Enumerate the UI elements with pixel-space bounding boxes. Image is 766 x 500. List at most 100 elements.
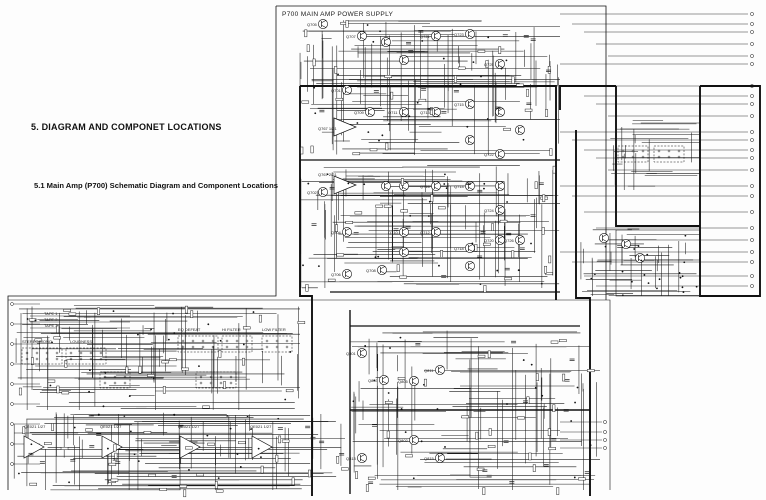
resistor-symbol [385, 401, 393, 404]
transistor-label: Q711 [388, 110, 398, 115]
junction-dot [257, 447, 260, 450]
junction-dot [695, 285, 698, 288]
resistor-symbol [334, 66, 338, 74]
transistor-symbol [431, 181, 441, 191]
transistor-label: Q716 [420, 184, 431, 189]
resistor-symbol [61, 391, 70, 395]
transistor-emitter [402, 112, 408, 116]
resistor-symbol [485, 60, 489, 68]
transistor-label: Q718 [454, 246, 465, 251]
transistor-symbol [399, 247, 409, 257]
junction-dot [188, 468, 190, 471]
transistor-emitter [468, 140, 474, 144]
resistor-symbol [207, 442, 215, 446]
transistor-collector [498, 60, 504, 64]
transistor-collector [345, 270, 351, 274]
junction-dot [399, 336, 402, 339]
resistor-symbol [304, 29, 308, 38]
section-heading: 5. DIAGRAM AND COMPONET LOCATIONS [31, 122, 222, 132]
resistor-symbol [291, 477, 295, 486]
transistor-symbol [365, 107, 375, 117]
junction-dot [373, 379, 376, 382]
speaker-switch [653, 145, 685, 163]
switch-contact [181, 339, 185, 343]
resistor-symbol [335, 224, 338, 232]
resistor-symbol [559, 339, 567, 343]
resistor-symbol [578, 477, 586, 481]
junction-dot [500, 67, 503, 70]
transistor-symbol [465, 99, 475, 109]
resistor-symbol [110, 478, 119, 482]
junction-dot [479, 283, 482, 285]
junction-dot [128, 395, 131, 398]
transistor-collector [402, 108, 408, 112]
resistor-symbol [418, 98, 427, 102]
terminal [750, 62, 754, 66]
transistor-collector [468, 100, 474, 104]
eq-defeat-switch [177, 335, 219, 353]
junction-dot [129, 430, 132, 433]
resistor-symbol [202, 405, 210, 409]
junction-dot [356, 122, 359, 124]
junction-dot [277, 417, 280, 420]
transistor-collector [384, 182, 390, 186]
transistor-emitter [468, 104, 474, 108]
loudness-switch [65, 347, 107, 365]
junction-dot [409, 214, 412, 217]
preamp-ic-label: QE021 1/27 [250, 424, 272, 429]
junction-dot [480, 75, 482, 78]
terminal [750, 168, 754, 172]
transistor-emitter [498, 240, 504, 244]
transistor-label: Q801 [346, 351, 357, 356]
junction-dot [51, 341, 53, 344]
transistor-emitter [360, 458, 366, 462]
preamp-ic-label: QE021 1/27 [24, 424, 46, 429]
transistor-emitter [345, 274, 351, 278]
junction-dot [173, 413, 176, 416]
transistor-collector [345, 86, 351, 90]
input-terminal [10, 422, 14, 426]
ic-label: Q767 2/21 [318, 172, 337, 177]
preamp-ic-label: QE021 1/27 [178, 424, 200, 429]
transistor-collector [402, 248, 408, 252]
resistor-symbol [396, 264, 400, 272]
transistor-collector [438, 454, 444, 458]
junction-dot [198, 365, 200, 368]
junction-dot [347, 182, 350, 185]
junction-dot [250, 428, 252, 430]
transistor-label: Q705 [307, 22, 318, 27]
resistor-symbol [161, 360, 169, 364]
junction-dot [505, 59, 508, 62]
resistor-symbol [300, 146, 304, 155]
resistor-symbol [308, 469, 311, 478]
resistor-symbol [18, 387, 22, 396]
op-amp-symbol [333, 175, 357, 195]
junction-dot [167, 338, 170, 341]
switch-contact [199, 375, 203, 379]
switch-contact [69, 351, 73, 355]
transistor-symbol [357, 348, 367, 358]
resistor-symbol [548, 255, 552, 264]
junction-dot [658, 278, 661, 281]
resistor-symbol [242, 357, 245, 366]
switch-contact [35, 357, 39, 361]
junction-dot [442, 57, 445, 60]
terminal [750, 148, 754, 152]
switch-contact [265, 339, 269, 343]
resistor-symbol [185, 305, 188, 314]
resistor-symbol [516, 83, 524, 87]
filter-switch [195, 371, 237, 389]
transistor-emitter [518, 130, 524, 134]
junction-dot [487, 36, 490, 39]
transistor-emitter [321, 24, 327, 28]
junction-dot [590, 277, 593, 280]
power-rail [559, 85, 616, 110]
transistor-symbol [381, 37, 391, 47]
switch-contact [245, 339, 249, 343]
transistor-emitter [468, 248, 474, 252]
junction-dot [26, 318, 29, 320]
transistor-collector [624, 240, 630, 244]
resistor-symbol [113, 443, 117, 452]
junction-dot [246, 415, 249, 418]
